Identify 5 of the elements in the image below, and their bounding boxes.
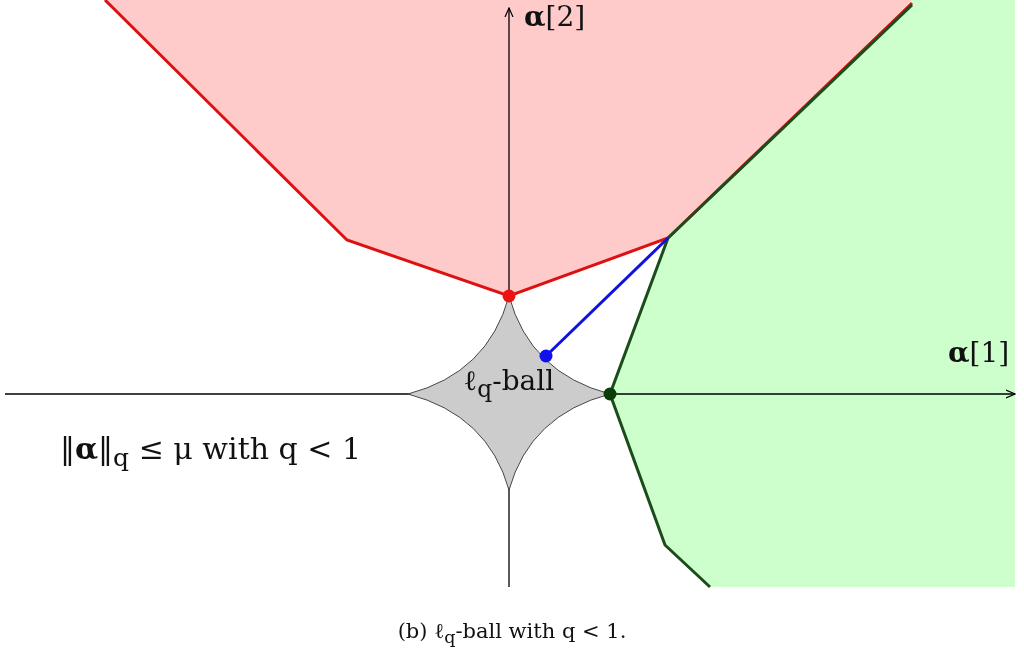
constraint-label: ‖α‖$_{q}$ ≤ μ with q < 1 xyxy=(60,432,362,472)
figure-caption: (b) ℓ$_{q}$-ball with q < 1. xyxy=(397,620,627,648)
region-label: ℓ$_{q}$-ball xyxy=(463,366,555,403)
axis-label: α[2] xyxy=(524,2,586,33)
axis-label: α[1] xyxy=(948,338,1010,369)
